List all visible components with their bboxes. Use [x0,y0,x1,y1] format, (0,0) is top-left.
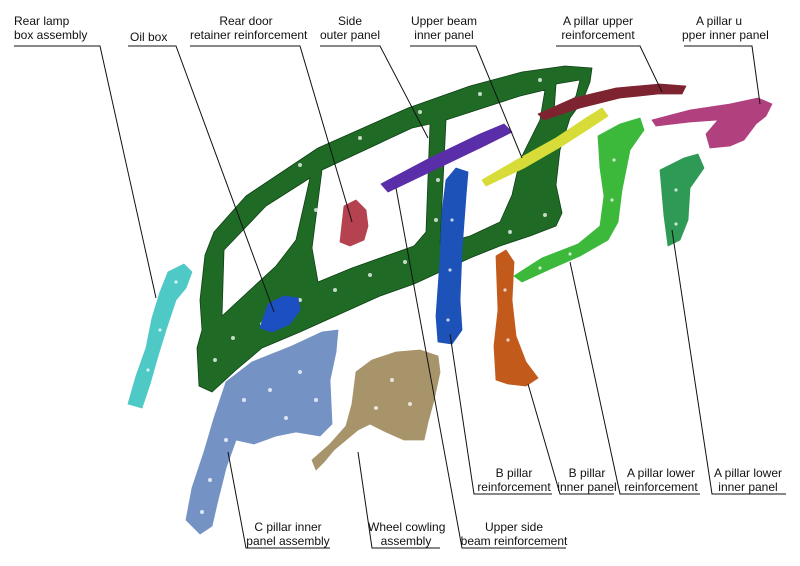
label-line: inner panel [718,480,778,494]
leader-b-pillar-inner-panel [527,383,614,495]
leader-wheel-cowling-assembly [357,451,440,549]
label-line: A pillar lower [713,466,783,480]
wheel-cowling-assembly-part [311,349,441,471]
label-line: Side [337,14,363,28]
label-line: beam reinforcement [460,534,568,548]
b-pillar-reinforcement-part [435,167,469,345]
leader-lines [14,45,786,549]
label-a-pillar-upper-reinforcement: A pillar upper reinforcement [554,14,642,42]
leader-c-pillar-inner-panel-assembly [227,451,330,549]
leader-upper-side-beam-reinforcement [395,187,566,549]
leader-upper-beam-inner-panel [410,45,523,159]
c-pillar-inner-panel-assembly-part [185,329,339,535]
label-b-pillar-reinforcement: B pillar reinforcement [474,466,554,494]
upper-side-beam-reinforcement-part [380,123,513,193]
label-line: Oil box [130,30,168,44]
label-line: Rear lamp [14,14,70,28]
label-upper-beam-inner-panel: Upper beam inner panel [408,14,480,42]
label-line: C pillar inner [254,520,322,534]
label-upper-side-beam-reinforcement: Upper side beam reinforcement [460,520,568,548]
label-line: A pillar lower [626,466,696,480]
label-line: reinforcement [477,480,551,494]
label-a-pillar-lower-inner-panel: A pillar lower inner panel [706,466,790,494]
label-a-pillar-lower-reinforcement: A pillar lower reinforcement [620,466,702,494]
a-pillar-upper-reinforcement-part [537,83,687,121]
leader-a-pillar-lower-inner-panel [671,229,786,495]
label-b-pillar-inner-panel: B pillar inner panel [556,466,618,494]
label-rear-lamp-box-assembly: Rear lamp box assembly [14,14,87,42]
label-a-pillar-upper-inner-panel: A pillar u pper inner panel [682,14,769,42]
label-side-outer-panel: Side outer panel [318,14,382,42]
label-line: B pillar [568,466,606,480]
label-line: outer panel [319,28,381,42]
label-line: A pillar upper [562,14,634,28]
label-line: Wheel cowling [368,520,446,534]
side-outer-panel-part [196,65,593,393]
label-line: pper inner panel [682,28,769,42]
leader-rear-door-retainer-reinforcement [190,45,353,223]
label-c-pillar-inner-panel-assembly: C pillar inner panel assembly [244,520,332,548]
label-line: assembly [380,534,432,548]
leader-a-pillar-lower-reinforcement [569,261,700,495]
label-oil-box: Oil box [130,30,167,44]
b-pillar-inner-panel-part [493,249,539,387]
rear-lamp-box-assembly-part [127,263,193,409]
leader-b-pillar-reinforcement [449,333,552,495]
upper-beam-inner-panel-part [481,107,609,187]
label-line: inner panel [414,28,474,42]
label-line: panel assembly [246,534,330,548]
label-line: reinforcement [624,480,698,494]
label-line: inner panel [557,480,617,494]
rear-door-retainer-reinforcement-part [339,199,369,247]
label-rear-door-retainer-reinforcement: Rear door retainer reinforcement [190,14,308,42]
label-line: box assembly [14,28,88,42]
a-pillar-lower-reinforcement-part [513,117,645,283]
label-line: B pillar [495,466,533,480]
leader-oil-box [128,45,275,313]
label-wheel-cowling-assembly: Wheel cowling assembly [368,520,446,548]
a-pillar-lower-inner-panel-part [659,153,705,247]
label-line: Upper side [484,520,544,534]
oil-box-part [259,295,301,333]
leader-a-pillar-upper-inner-panel [684,45,761,105]
label-line: reinforcement [561,28,635,42]
a-pillar-upper-inner-panel-part [651,97,773,149]
label-line: Rear door [219,14,273,28]
leader-a-pillar-upper-reinforcement [556,45,663,93]
label-line: Upper beam [410,14,478,28]
leader-side-outer-panel [320,45,429,139]
label-line: A pillar u [695,14,743,28]
label-line: retainer reinforcement [190,28,308,42]
leader-rear-lamp-box-assembly [14,45,157,299]
